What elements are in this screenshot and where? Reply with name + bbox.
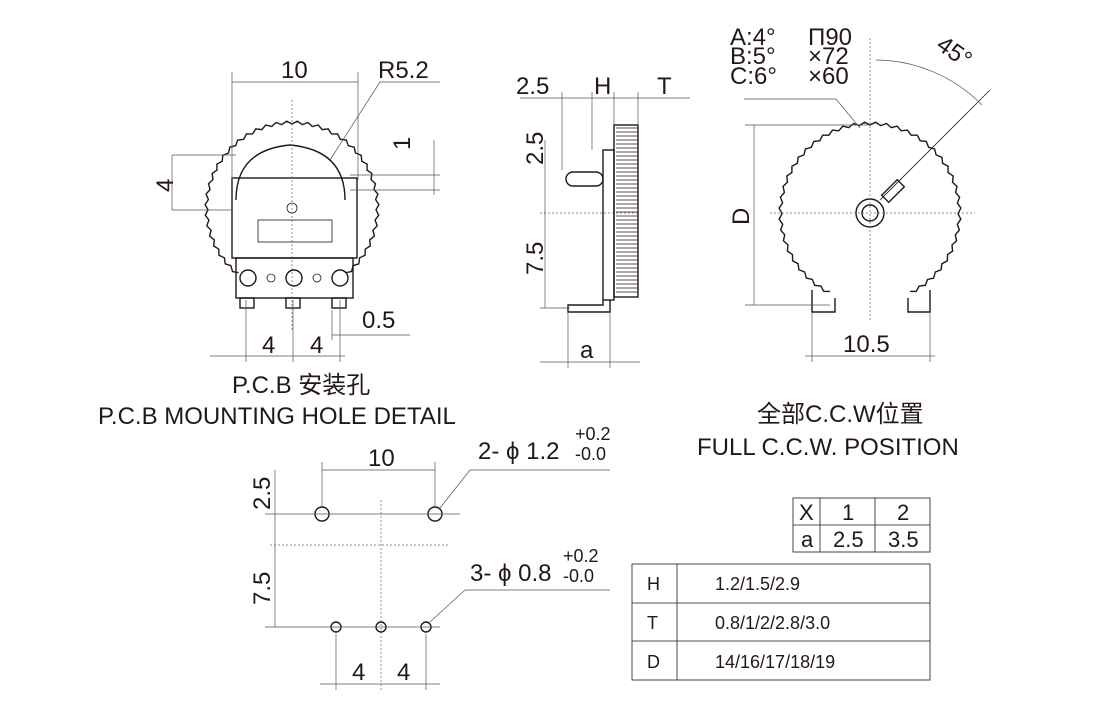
small-tol-plus: +0.2	[563, 546, 599, 566]
dim-width: 10	[368, 445, 395, 472]
housing-window	[257, 219, 333, 243]
spec-a-value: Π90	[808, 24, 852, 51]
dim-top: 1	[389, 137, 416, 150]
angle-line	[879, 89, 991, 201]
terminal-block	[235, 257, 354, 299]
spec-key-h: H	[647, 574, 660, 594]
dim-lower: 7.5	[249, 572, 276, 605]
a-row-1: 2.5	[833, 527, 864, 552]
dim-left: 2.5	[516, 73, 549, 100]
dim-pin: 0.5	[362, 307, 395, 334]
dim-radius: R5.2	[378, 57, 429, 84]
angle-arc	[875, 59, 983, 106]
spec-key-d: D	[647, 652, 660, 672]
spec-c-value: ×60	[808, 63, 849, 90]
spec-a: A:4°	[730, 24, 776, 51]
x-header-key: X	[799, 500, 814, 525]
dim-upper: 2.5	[522, 132, 549, 165]
spec-value-d: 14/16/17/18/19	[715, 652, 835, 672]
dim-upper: 2.5	[249, 477, 276, 510]
pin	[331, 297, 347, 309]
large-tol-minus: -0.0	[575, 444, 606, 464]
spec-b: B:5°	[730, 43, 776, 70]
terminal-hole	[331, 269, 349, 287]
pin	[239, 297, 255, 309]
knob-edge	[613, 124, 639, 298]
dim-height: 4	[152, 179, 179, 192]
terminals	[811, 290, 931, 313]
x-header-1: 1	[842, 500, 854, 525]
dim-a: a	[580, 337, 594, 364]
dim-width: 10	[281, 57, 308, 84]
a-row-2: 3.5	[888, 527, 919, 552]
terminal-hole	[285, 269, 303, 287]
housing-side	[602, 149, 615, 301]
knob-inner-arc	[235, 144, 346, 201]
x-header-2: 2	[897, 500, 909, 525]
housing-body	[231, 177, 358, 259]
spec-table: H 1.2/1.5/2.9 T 0.8/1/2/2.8/3.0 D 14/16/…	[631, 563, 931, 681]
terminal-leg	[567, 300, 611, 313]
dim-h: H	[594, 73, 611, 100]
hole-layout: 10 2- ϕ 1.2 +0.2 -0.0 3- ϕ 0.8 +0.2 -0.0…	[249, 424, 611, 690]
spec-key-t: T	[647, 613, 658, 633]
x-table: X 1 2 a 2.5 3.5	[792, 497, 931, 553]
pcb-front-view: 10 R5.2 1 4 0.5 4 4 P.C.B 安装孔 P.C.B MOUN…	[98, 57, 456, 430]
dim-d: D	[728, 208, 755, 225]
large-tol-plus: +0.2	[575, 424, 611, 444]
ccw-title-en: FULL C.C.W. POSITION	[697, 434, 959, 461]
ccw-view: A:4° B:5° C:6° Π90 ×72 ×60 45° D 10.5 全部…	[697, 24, 991, 461]
large-hole-label: 2- ϕ 1.2	[478, 438, 559, 465]
dim-pitch-left: 4	[262, 332, 275, 359]
dim-width: 10.5	[843, 331, 890, 358]
dim-t: T	[657, 73, 672, 100]
pointer	[880, 178, 906, 204]
terminal-hole	[239, 269, 257, 287]
terminal-hole-small	[312, 273, 322, 283]
spec-value-h: 1.2/1.5/2.9	[715, 574, 800, 594]
shaft	[565, 171, 604, 187]
dim-lower: 7.5	[522, 242, 549, 275]
a-row-key: a	[801, 527, 814, 552]
side-view: 2.5 H T 2.5 7.5 a	[516, 73, 690, 368]
spec-value-t: 0.8/1/2/2.8/3.0	[715, 613, 830, 633]
pcb-title-cn: P.C.B 安装孔	[232, 372, 370, 399]
pcb-title-en: P.C.B MOUNTING HOLE DETAIL	[98, 403, 456, 430]
ccw-title-cn: 全部C.C.W位置	[757, 401, 924, 428]
dim-pitch-right: 4	[310, 332, 323, 359]
dim-pitch-right: 4	[397, 659, 410, 686]
angle-label: 45°	[932, 31, 977, 74]
terminal-hole-small	[266, 273, 276, 283]
small-hole-label: 3- ϕ 0.8	[470, 560, 551, 587]
small-tol-minus: -0.0	[563, 566, 594, 586]
dim-pitch-left: 4	[352, 659, 365, 686]
spec-c: C:6°	[730, 63, 777, 90]
spec-b-value: ×72	[808, 43, 849, 70]
